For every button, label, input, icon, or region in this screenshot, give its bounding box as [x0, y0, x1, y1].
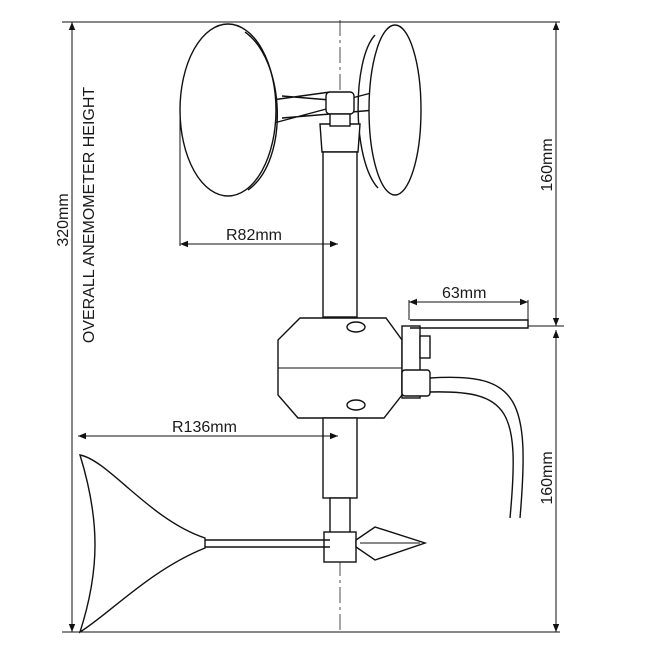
vane-radius-label: R136mm — [172, 419, 237, 436]
bracket-length-label: 63mm — [442, 285, 486, 302]
upper-height-label: 160mm — [539, 138, 556, 191]
dimension-lines — [62, 21, 564, 633]
housing-screw-bottom — [346, 399, 366, 411]
lower-shaft — [322, 417, 358, 499]
overall-caption: OVERALL ANEMOMETER HEIGHT — [81, 87, 98, 344]
wind-vane — [78, 454, 428, 634]
hub-neck — [329, 113, 351, 127]
mounting-bracket — [410, 319, 529, 329]
mounting-clip — [419, 335, 431, 359]
main-housing — [277, 317, 431, 419]
right-cup-rim — [357, 34, 379, 189]
cable-inner — [429, 391, 514, 519]
overall-height-label: 320mm — [55, 193, 72, 246]
upper-shaft — [322, 151, 358, 318]
lower-height-label: 160mm — [539, 451, 556, 504]
anemometer-cups — [179, 23, 422, 197]
hub-collar — [319, 123, 361, 153]
cup-radius-label: R82mm — [226, 227, 282, 244]
cup-arm-left — [271, 91, 331, 124]
cable-outer — [429, 376, 524, 519]
housing-screw-top — [346, 321, 366, 333]
left-cup-rim — [244, 31, 279, 191]
vane-tail — [78, 454, 206, 634]
cup-hub — [325, 91, 355, 115]
cable-gland — [401, 369, 431, 397]
right-cup — [368, 24, 422, 196]
